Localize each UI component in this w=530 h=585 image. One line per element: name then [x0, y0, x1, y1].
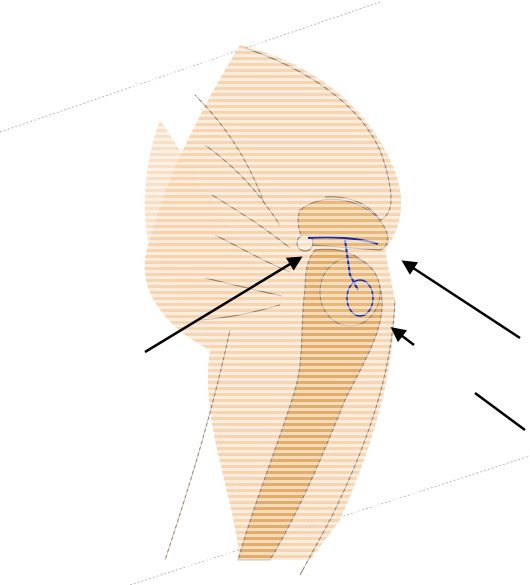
arrow-right-upper [404, 262, 520, 338]
leader-line [475, 393, 525, 430]
stripe-overlay [130, 40, 420, 570]
